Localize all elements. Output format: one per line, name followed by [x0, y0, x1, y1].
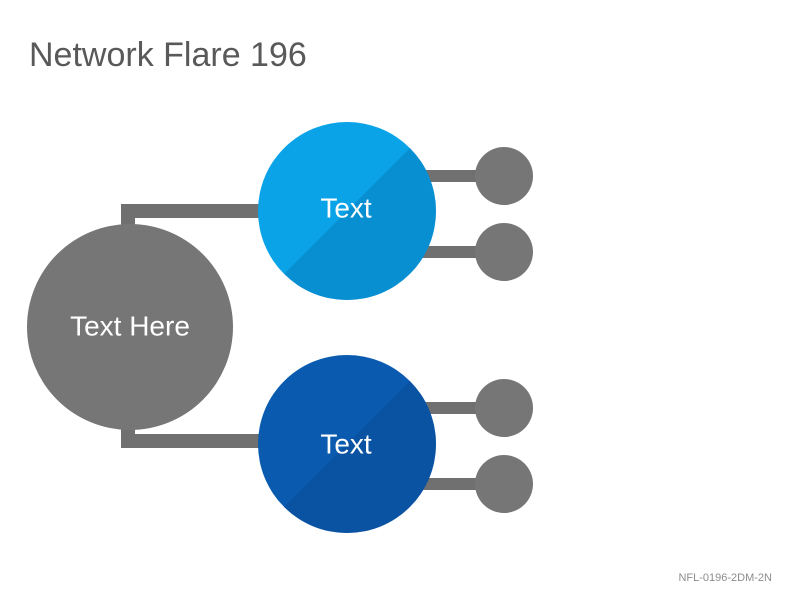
root-node-label: Text Here	[70, 310, 190, 341]
footer-code: NFL-0196-2DM-2N	[678, 572, 772, 584]
page-title: Network Flare 196	[29, 36, 307, 74]
connector-root-top	[121, 204, 262, 230]
leaf-node	[475, 379, 533, 437]
leaf-node	[475, 147, 533, 205]
leaf-node	[475, 455, 533, 513]
leaf-node	[475, 223, 533, 281]
root-node	[27, 224, 233, 430]
child-node-bottom: Text	[258, 355, 436, 533]
child-node-top: Text	[258, 122, 436, 300]
child-node-top-label: Text	[320, 192, 372, 223]
connector-root-bottom	[121, 425, 262, 448]
child-node-bottom-label: Text	[320, 428, 372, 459]
